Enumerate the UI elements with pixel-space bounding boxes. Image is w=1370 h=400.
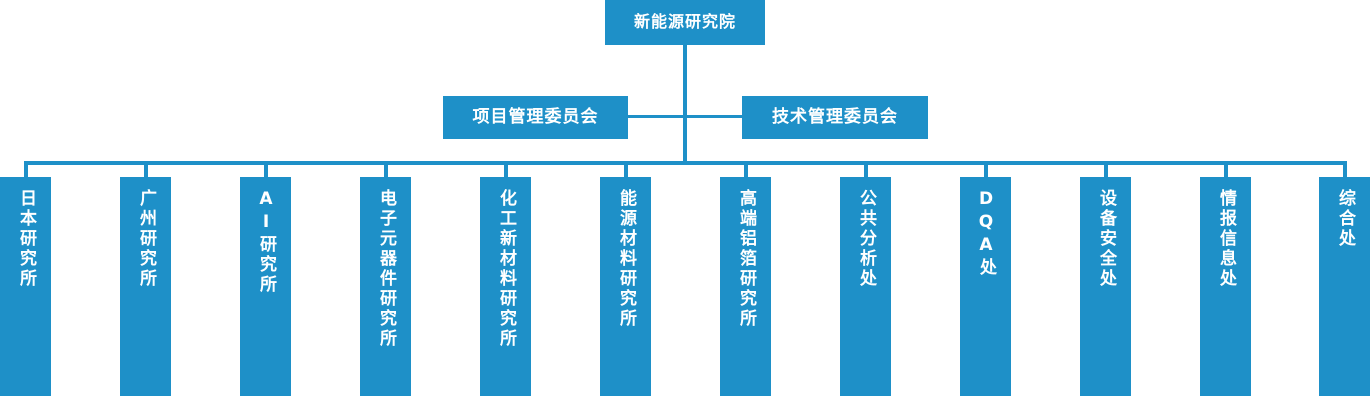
connector-drop-8 xyxy=(864,161,868,177)
node-dept-energy-materials-institute[interactable]: 能源材料研究所 xyxy=(600,177,651,396)
node-dept-general-affairs-office-label: 综合处 xyxy=(1335,189,1355,249)
connector-drop-1 xyxy=(24,161,28,177)
node-root-label: 新能源研究院 xyxy=(633,12,736,32)
node-dept-dqa-office-label: DQA处 xyxy=(976,189,996,278)
node-dept-ai-institute-label: AI研究所 xyxy=(256,189,276,295)
node-root-institute[interactable]: 新能源研究院 xyxy=(605,0,765,45)
connector-committee-left xyxy=(628,115,685,118)
connector-drop-11 xyxy=(1224,161,1228,177)
node-committee-project-management-label: 项目管理委员会 xyxy=(472,107,599,128)
node-dept-dqa-office[interactable]: DQA处 xyxy=(960,177,1011,396)
node-dept-energy-materials-institute-label: 能源材料研究所 xyxy=(616,189,636,329)
connector-drop-4 xyxy=(384,161,388,177)
node-dept-general-affairs-office[interactable]: 综合处 xyxy=(1319,177,1370,396)
connector-drop-9 xyxy=(984,161,988,177)
node-dept-japan-institute-label: 日本研究所 xyxy=(16,189,36,289)
node-committee-technology-management[interactable]: 技术管理委员会 xyxy=(742,96,928,139)
node-dept-guangzhou-institute[interactable]: 广州研究所 xyxy=(120,177,171,396)
node-dept-public-analysis-office-label: 公共分析处 xyxy=(856,189,876,289)
connector-drop-2 xyxy=(144,161,148,177)
node-dept-equipment-safety-office[interactable]: 设备安全处 xyxy=(1080,177,1131,396)
node-dept-guangzhou-institute-label: 广州研究所 xyxy=(136,189,156,289)
connector-drop-5 xyxy=(504,161,508,177)
connector-committee-right xyxy=(685,115,742,118)
connector-drop-7 xyxy=(744,161,748,177)
connector-root-trunk xyxy=(683,45,687,163)
node-dept-equipment-safety-office-label: 设备安全处 xyxy=(1096,189,1116,289)
node-dept-ai-institute[interactable]: AI研究所 xyxy=(240,177,291,396)
node-dept-japan-institute[interactable]: 日本研究所 xyxy=(0,177,51,396)
node-dept-high-end-aluminum-foil-institute-label: 高端铝箔研究所 xyxy=(736,189,756,329)
connector-drop-12 xyxy=(1343,161,1347,177)
node-dept-intelligence-information-office-label: 情报信息处 xyxy=(1216,189,1236,289)
node-dept-electronic-components-institute[interactable]: 电子元器件研究所 xyxy=(360,177,411,396)
node-dept-chemical-new-materials-institute[interactable]: 化工新材料研究所 xyxy=(480,177,531,396)
connector-drop-10 xyxy=(1104,161,1108,177)
node-dept-intelligence-information-office[interactable]: 情报信息处 xyxy=(1200,177,1251,396)
connector-drop-3 xyxy=(264,161,268,177)
node-dept-electronic-components-institute-label: 电子元器件研究所 xyxy=(376,189,396,349)
node-dept-public-analysis-office[interactable]: 公共分析处 xyxy=(840,177,891,396)
node-committee-technology-management-label: 技术管理委员会 xyxy=(772,107,898,128)
connector-drop-6 xyxy=(624,161,628,177)
node-dept-high-end-aluminum-foil-institute[interactable]: 高端铝箔研究所 xyxy=(720,177,771,396)
node-dept-chemical-new-materials-institute-label: 化工新材料研究所 xyxy=(496,189,516,349)
connector-distribution-bar xyxy=(25,161,1345,165)
node-committee-project-management[interactable]: 项目管理委员会 xyxy=(443,96,628,139)
